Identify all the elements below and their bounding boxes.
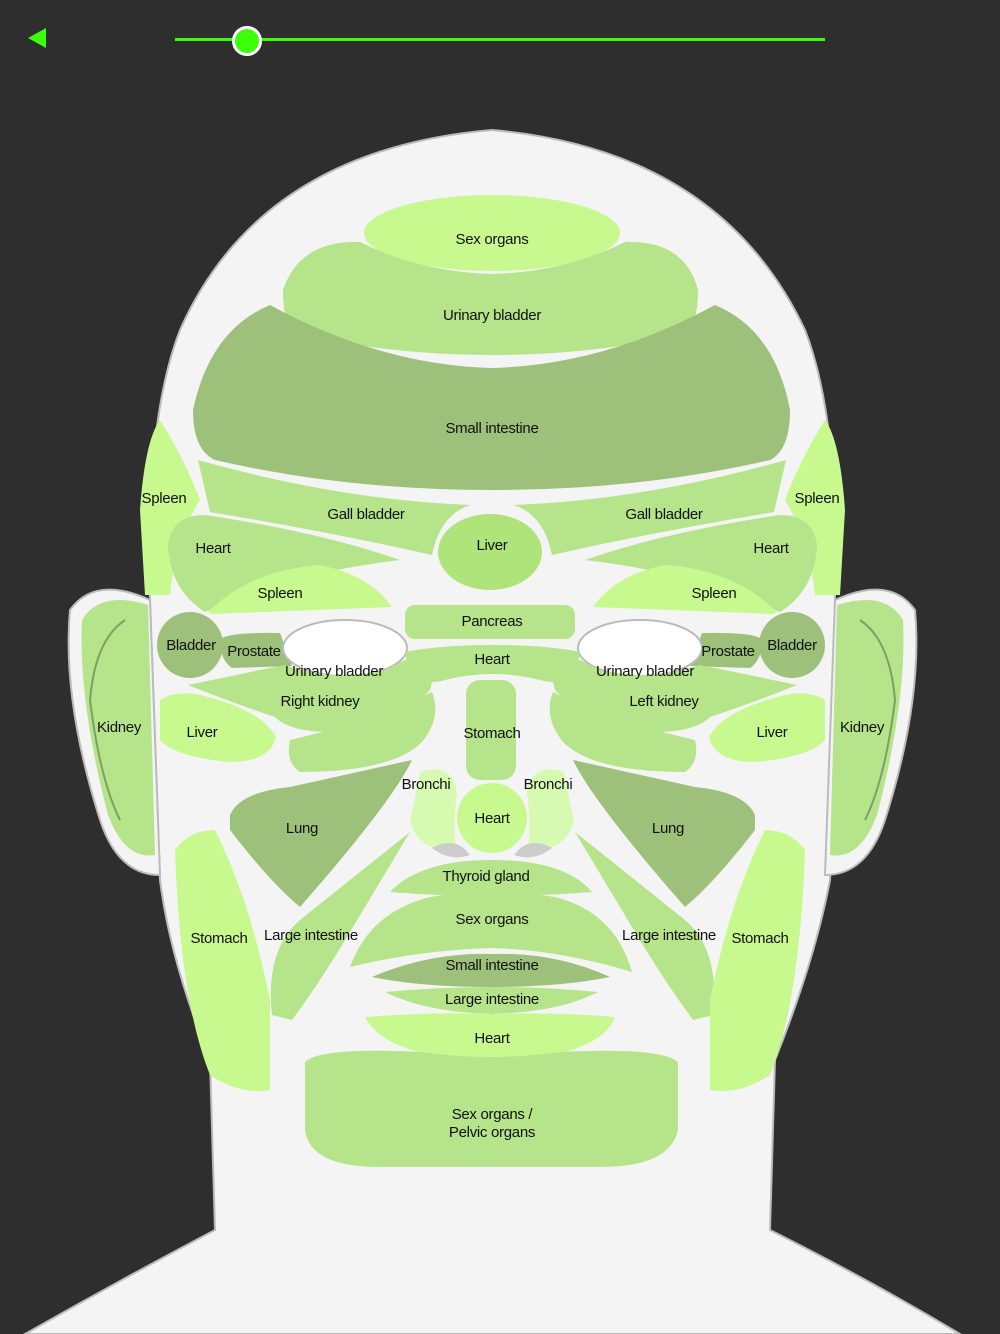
zone-label[interactable]: Stomach [463,725,520,742]
zone-label[interactable]: Large intestine [445,991,539,1008]
zone-label[interactable]: Bronchi [402,776,451,793]
zone-label[interactable]: Bladder [767,637,817,654]
zone-label[interactable]: Small intestine [445,420,538,437]
zone-label[interactable]: Prostate [701,643,755,660]
zone-label[interactable]: Thyroid gland [443,868,530,885]
zone-label[interactable]: Spleen [142,490,187,507]
zone-label[interactable]: Gall bladder [327,506,405,523]
slider-thumb[interactable] [231,26,262,56]
zone-label[interactable]: Liver [476,537,508,554]
zone-label[interactable]: Prostate [227,643,281,660]
zone-label[interactable]: Sex organs / [452,1106,534,1123]
zone-label[interactable]: Large intestine [622,927,716,944]
top-bar [0,0,1000,80]
zone-label[interactable]: Kidney [97,719,142,736]
zone-label[interactable]: Pancreas [462,613,523,630]
zone-label[interactable]: Liver [186,724,218,741]
zone-label[interactable]: Left kidney [629,693,699,710]
zone-label[interactable]: Urinary bladder [443,307,542,324]
zone-label[interactable]: Bladder [166,637,216,654]
zone-label[interactable]: Spleen [692,585,737,602]
zone-label[interactable]: Pelvic organs [449,1124,535,1141]
zone-label[interactable]: Gall bladder [625,506,703,523]
zone-label[interactable]: Liver [756,724,788,741]
zone-label[interactable]: Small intestine [445,957,538,974]
zone-label[interactable]: Bronchi [524,776,573,793]
zone-label[interactable]: Urinary bladder [596,663,695,680]
zone-labels: Sex organs Urinary bladder Small intesti… [97,231,885,1141]
zone-label[interactable]: Stomach [190,930,247,947]
zone-label[interactable]: Right kidney [281,693,361,710]
zone-label[interactable]: Spleen [795,490,840,507]
back-triangle-icon[interactable] [28,28,46,48]
zone-label[interactable]: Urinary bladder [285,663,384,680]
zone-label[interactable]: Spleen [258,585,303,602]
zone-label[interactable]: Lung [652,820,684,837]
zone-label[interactable]: Large intestine [264,927,358,944]
zone-label[interactable]: Stomach [731,930,788,947]
zone-label[interactable]: Sex organs [456,911,529,928]
zone-label[interactable]: Heart [195,540,232,557]
zone-label[interactable]: Heart [474,1030,511,1047]
zone-label[interactable]: Heart [474,651,511,668]
zone-label[interactable]: Heart [753,540,790,557]
zone-label[interactable]: Heart [474,810,511,827]
slider-track[interactable] [175,38,825,41]
zone-label[interactable]: Lung [286,820,318,837]
zone-label[interactable]: Kidney [840,719,885,736]
zone-label[interactable]: Sex organs [456,231,529,248]
